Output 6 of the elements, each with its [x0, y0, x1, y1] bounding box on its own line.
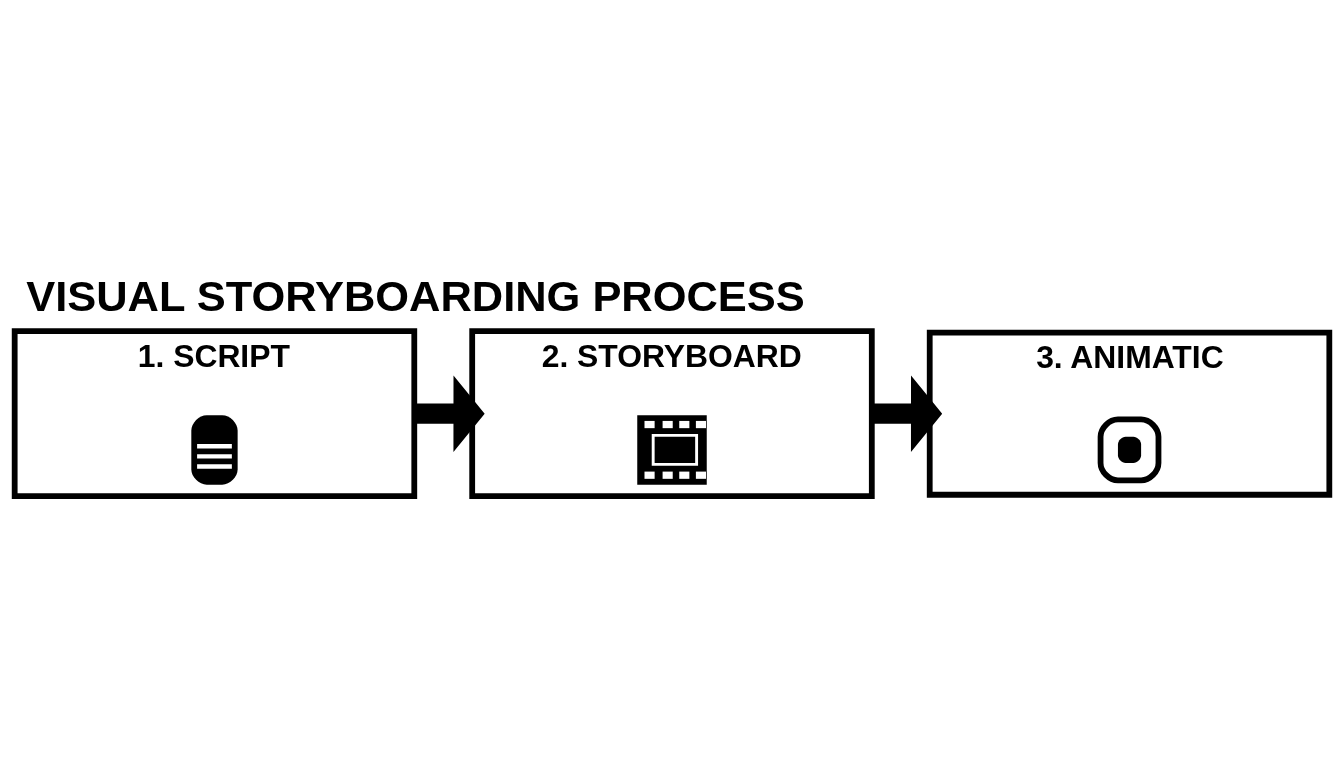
diagram-title: VISUAL STORYBOARDING PROCESS	[26, 271, 805, 320]
arrow	[414, 375, 485, 452]
node-box: 3. ANIMATIC	[926, 329, 1333, 498]
node-box: 2. STORYBOARD	[469, 328, 875, 500]
arrow	[872, 375, 943, 452]
node-box: 1. SCRIPT	[11, 328, 418, 500]
